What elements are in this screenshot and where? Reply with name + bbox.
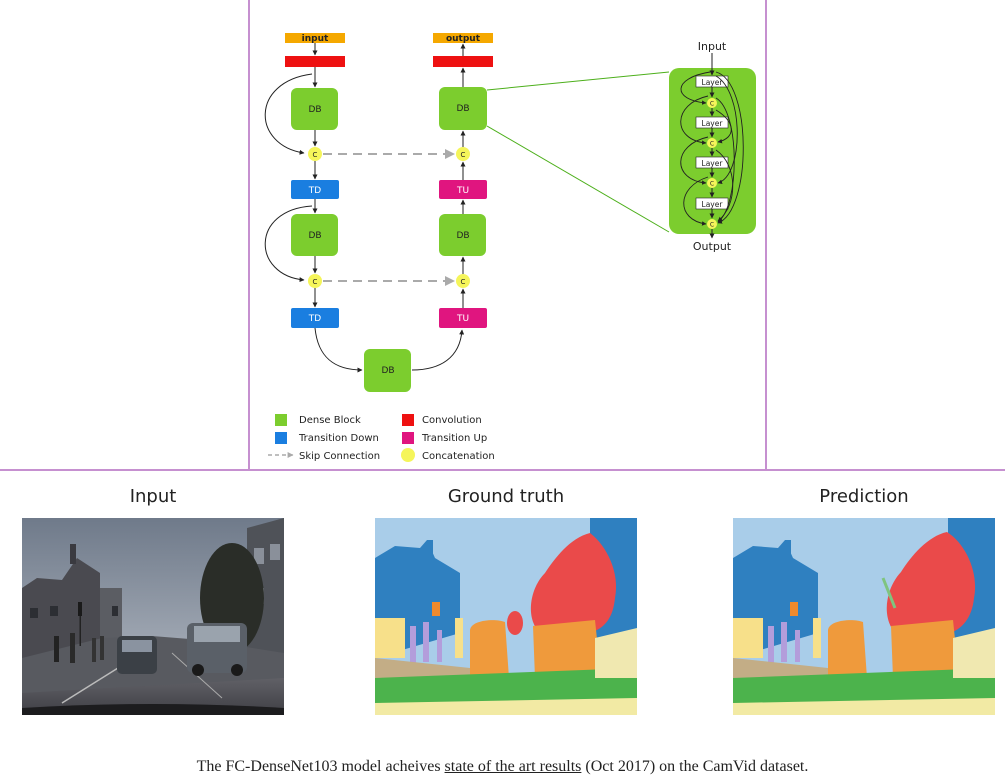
dense-block-down-2 [291,214,338,256]
input-convolution [285,56,345,67]
layer-label: Layer [702,200,724,209]
concat-up-1 [456,147,470,161]
caption: The FC-DenseNet103 model acheives state … [0,758,1005,776]
legend: Dense Block Transition Down Skip Connect… [268,414,495,462]
concat-label: C [710,141,714,148]
caption-text-after: (Oct 2017) on the CamVid dataset. [581,758,809,775]
prediction-panel-title: Prediction [819,486,909,507]
detail-concat-1 [707,98,717,108]
detail-concat-3 [707,178,717,188]
legend-transition-down: Transition Down [298,433,379,444]
input-bar [285,33,345,43]
legend-skip-connection: Skip Connection [299,451,380,462]
td-label: TD [308,186,321,196]
td-label: TD [308,314,321,324]
detail-output-label: Output [693,240,732,253]
legend-swatch-dense-block [275,414,287,426]
transition-down-2 [291,308,339,328]
tu-label: TU [456,186,469,196]
legend-convolution: Convolution [422,415,482,426]
legend-swatch-transition-down [275,432,287,444]
db-label: DB [308,231,321,241]
caption-text-before: The FC-DenseNet103 model acheives [196,758,445,775]
legend-swatch-concatenation [401,448,415,462]
input-image [22,518,284,715]
ground-truth-panel-title: Ground truth [447,486,565,507]
concat-down-1 [308,147,322,161]
transition-down-1 [291,180,339,199]
transition-up-1 [439,180,487,199]
input-panel-title: Input [129,486,177,507]
legend-dense-block: Dense Block [299,415,361,426]
output-label: output [446,34,481,44]
tu-label: TU [456,314,469,324]
legend-transition-up: Transition Up [421,433,487,444]
concat-label: C [461,278,466,286]
fc-densenet-diagram: input DB C TD DB C TD DB TU C DB TU C DB… [0,0,1005,471]
dense-block-up-2 [439,214,486,256]
detail-concat-4 [707,219,717,229]
ground-truth-image [375,518,637,715]
transition-up-2 [439,308,487,328]
dense-block-detail: Input Layer C Layer C Layer C Layer C [669,40,756,253]
concat-label: C [710,181,714,188]
layer-label: Layer [702,78,724,87]
detail-input-label: Input [698,40,727,53]
concat-label: C [710,101,714,108]
db-label: DB [456,231,469,241]
legend-swatch-transition-up [402,432,414,444]
dense-block-down-1 [291,88,338,130]
detail-concat-2 [707,138,717,148]
concat-label: C [461,151,466,159]
prediction-image [733,518,995,715]
concat-down-2 [308,274,322,288]
output-convolution [433,56,493,67]
db-label: DB [308,105,321,115]
state-of-the-art-link[interactable]: state of the art results [444,758,582,775]
layer-label: Layer [702,119,724,128]
dense-block-up-1 [439,87,487,130]
concat-up-2 [456,274,470,288]
output-bar [433,33,493,43]
db-label: DB [381,366,394,376]
layer-label: Layer [702,159,724,168]
concat-label: C [313,278,318,286]
concat-label: C [710,222,714,229]
dense-block-bottleneck [364,349,411,392]
legend-concatenation: Concatenation [422,451,495,462]
concat-label: C [313,151,318,159]
input-label: input [302,34,329,44]
db-label: DB [456,104,469,114]
legend-swatch-convolution [402,414,414,426]
